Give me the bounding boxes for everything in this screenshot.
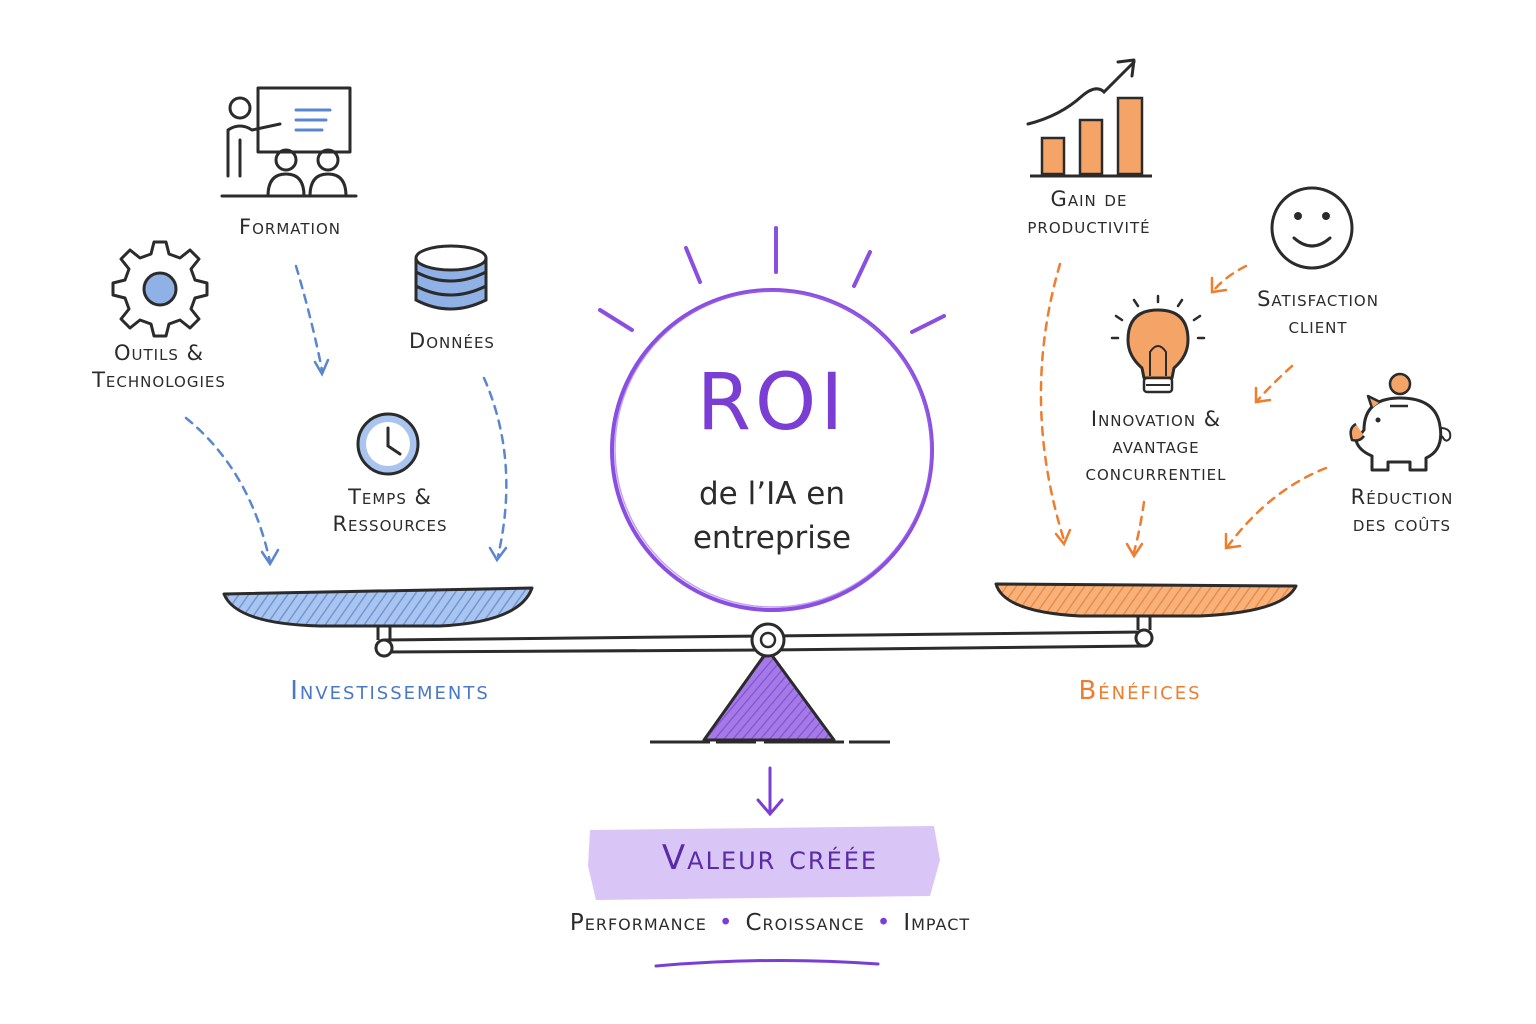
benefit-arrows: [1039, 262, 1328, 554]
tag-performance: Performance: [569, 910, 707, 936]
roi-subtitle-line2: entreprise: [692, 520, 852, 556]
benefits-pan: [994, 582, 1298, 618]
roi-circle: [610, 288, 934, 612]
label-donnees: Données: [409, 329, 495, 353]
roi-rays: [598, 226, 946, 334]
clock-icon: [356, 412, 420, 476]
valeur-creee-title: Valeur créée: [661, 838, 879, 878]
label-formation: Formation: [239, 215, 341, 239]
benefits-title: Bénéfices: [1078, 676, 1202, 706]
tags-underline: [654, 958, 880, 968]
label-innovation: Innovation & avantage concurrentiel: [1085, 407, 1227, 485]
label-gain-productivite: Gain de productivité: [1027, 187, 1151, 238]
investments-title: Investissements: [290, 676, 490, 706]
lightbulb-icon: [1110, 294, 1206, 394]
result-tags: Performance • Croissance • Impact: [480, 910, 1060, 936]
label-reduction-couts: Réduction des coûts: [1350, 485, 1454, 536]
label-temps-ressources: Temps & Ressources: [332, 485, 448, 536]
label-satisfaction-client: Satisfaction client: [1257, 287, 1379, 338]
database-icon: [414, 244, 488, 311]
bullet-dot: •: [718, 910, 734, 936]
valeur-highlight: [588, 826, 940, 900]
bar-chart-growth-icon: [1026, 58, 1152, 178]
investment-arrowheads: [260, 358, 508, 567]
benefit-arrowheads: [1054, 276, 1272, 559]
gear-icon: [111, 240, 209, 338]
investment-arrows: [184, 264, 508, 564]
label-outils-technologies: Outils & Technologies: [92, 341, 226, 392]
smiley-icon: [1270, 186, 1354, 270]
piggy-bank-icon: [1349, 372, 1452, 472]
roi-subtitle-line1: de l’IA en: [699, 476, 845, 512]
tag-impact: Impact: [903, 910, 971, 936]
training-presentation-icon: [220, 86, 358, 198]
investments-pan: [222, 586, 534, 628]
balance-scale: [222, 582, 1298, 744]
bullet-dot: •: [876, 910, 892, 936]
roi-subtitle: de l’IA en entreprise: [612, 472, 932, 560]
tag-croissance: Croissance: [745, 910, 865, 936]
result-arrow: [756, 766, 784, 817]
roi-title: ROI: [696, 358, 848, 448]
